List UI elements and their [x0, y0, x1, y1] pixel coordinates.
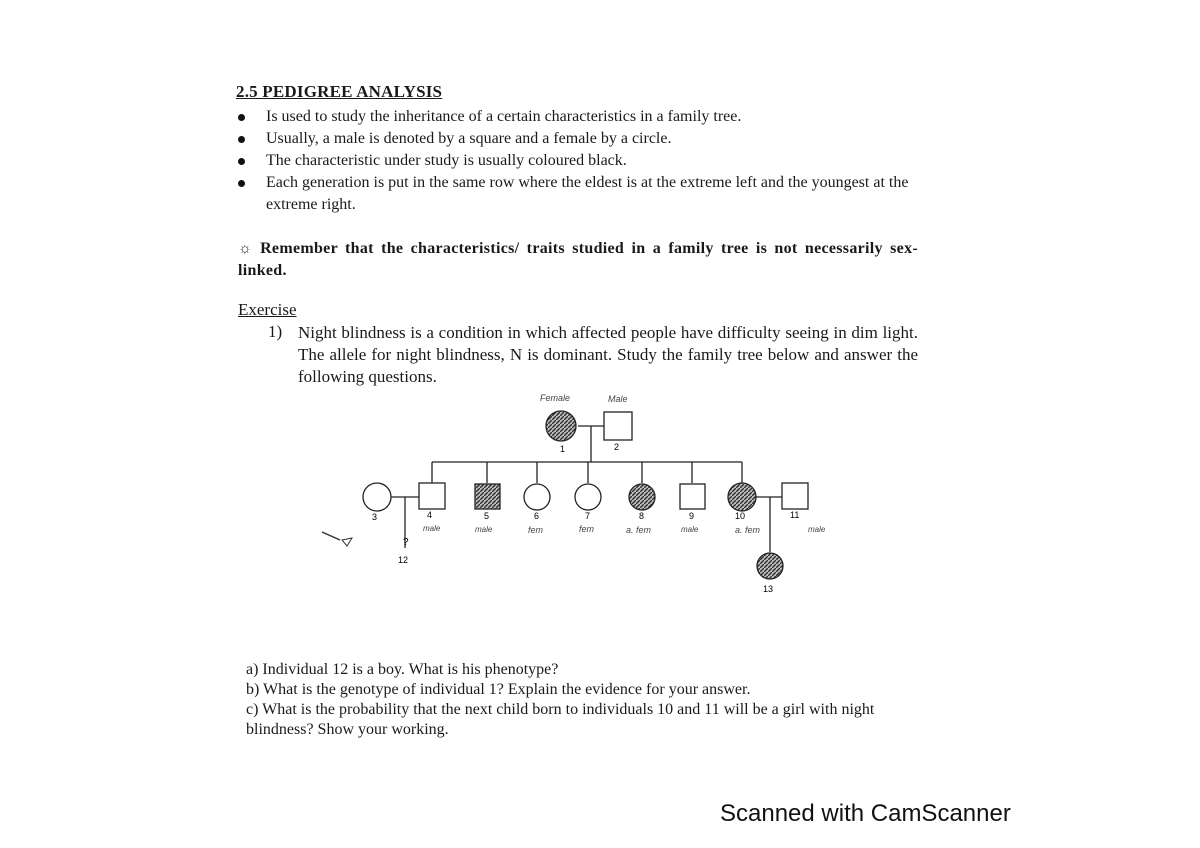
- bullet-list: Is used to study the inheritance of a ce…: [236, 106, 926, 216]
- bullet-dot-icon: [238, 158, 245, 165]
- handwritten-male-label: Male: [608, 394, 628, 404]
- remember-note: ☼Remember that the characteristics/ trai…: [238, 240, 918, 279]
- individual-12-label: 12: [398, 555, 408, 565]
- question-c: c) What is the probability that the next…: [246, 701, 875, 738]
- question-list: a) Individual 12 is a boy. What is his p…: [246, 660, 926, 740]
- individual-10-symbol: [727, 482, 757, 512]
- individual-13-label: 13: [763, 584, 773, 594]
- bullet-dot-icon: [238, 136, 245, 143]
- exercise-heading: Exercise: [238, 300, 297, 319]
- note-individual-9: male: [681, 525, 699, 534]
- individual-2-label: 2: [614, 442, 619, 452]
- individual-12-question-mark: ?: [403, 537, 409, 548]
- question-a: a) Individual 12 is a boy. What is his p…: [246, 661, 559, 678]
- note-individual-6: fem: [528, 525, 544, 535]
- bullet-dot-icon: [238, 114, 245, 121]
- lightbulb-icon: ☼: [238, 241, 253, 257]
- individual-1-symbol: [545, 410, 577, 442]
- camscanner-watermark: Scanned with CamScanner: [720, 800, 1011, 827]
- note-individual-4: male: [423, 524, 441, 533]
- note-individual-5: male: [475, 525, 493, 534]
- individual-8-symbol: [628, 483, 656, 511]
- note-individual-10: a. fem: [735, 525, 761, 535]
- note-individual-11: male: [808, 525, 826, 534]
- individual-9-symbol: [679, 483, 706, 510]
- arrow-mark-icon: [341, 537, 354, 547]
- individual-2-symbol: [603, 411, 633, 441]
- individual-7-label: 7: [585, 511, 590, 521]
- bullet-item: Each generation is put in the same row w…: [236, 172, 926, 216]
- bullet-item: Usually, a male is denoted by a square a…: [236, 128, 926, 150]
- exercise-number: 1): [268, 322, 283, 341]
- individual-6-label: 6: [534, 511, 539, 521]
- individual-13-symbol: [756, 552, 784, 580]
- individual-8-label: 8: [639, 511, 644, 521]
- individual-7-symbol: [574, 483, 602, 511]
- individual-5-symbol: [474, 483, 501, 510]
- section-title: 2.5 PEDIGREE ANALYSIS: [236, 82, 443, 101]
- individual-4-symbol: [418, 482, 446, 510]
- question-b: b) What is the genotype of individual 1?…: [246, 681, 751, 698]
- individual-9-label: 9: [689, 511, 694, 521]
- individual-1-label: 1: [560, 444, 565, 454]
- individual-4-label: 4: [427, 510, 432, 520]
- individual-11-label: 11: [790, 510, 799, 520]
- note-individual-8: a. fem: [626, 525, 652, 535]
- individual-11-symbol: [781, 482, 809, 510]
- individual-10-label: 10: [735, 511, 745, 521]
- handwritten-female-label: Female: [540, 393, 570, 403]
- individual-3-label: 3: [372, 512, 377, 522]
- individual-3-symbol: [362, 482, 392, 512]
- bullet-item: The characteristic under study is usuall…: [236, 150, 926, 172]
- individual-5-label: 5: [484, 511, 489, 521]
- note-individual-7: fem: [579, 524, 595, 534]
- exercise-text: Night blindness is a condition in which …: [298, 323, 918, 386]
- bullet-dot-icon: [238, 180, 245, 187]
- scan-mark: [321, 531, 341, 541]
- bullet-item: Is used to study the inheritance of a ce…: [236, 106, 926, 128]
- individual-6-symbol: [523, 483, 551, 511]
